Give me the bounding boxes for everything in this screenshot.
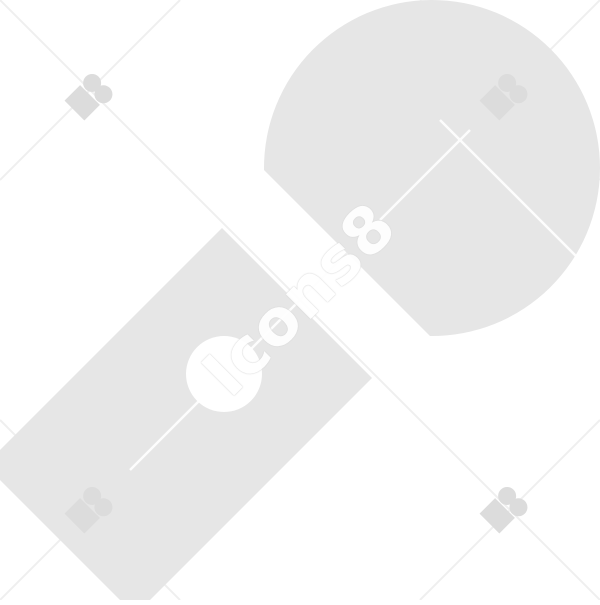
icons8-logo-icon [479,486,528,534]
microphone-switch [186,336,262,412]
icons8-logo-icon [479,73,528,121]
icons8-logo-icon [64,73,113,121]
icons8-logo-icon [64,486,113,534]
watermark-overlay-lines [129,119,600,471]
